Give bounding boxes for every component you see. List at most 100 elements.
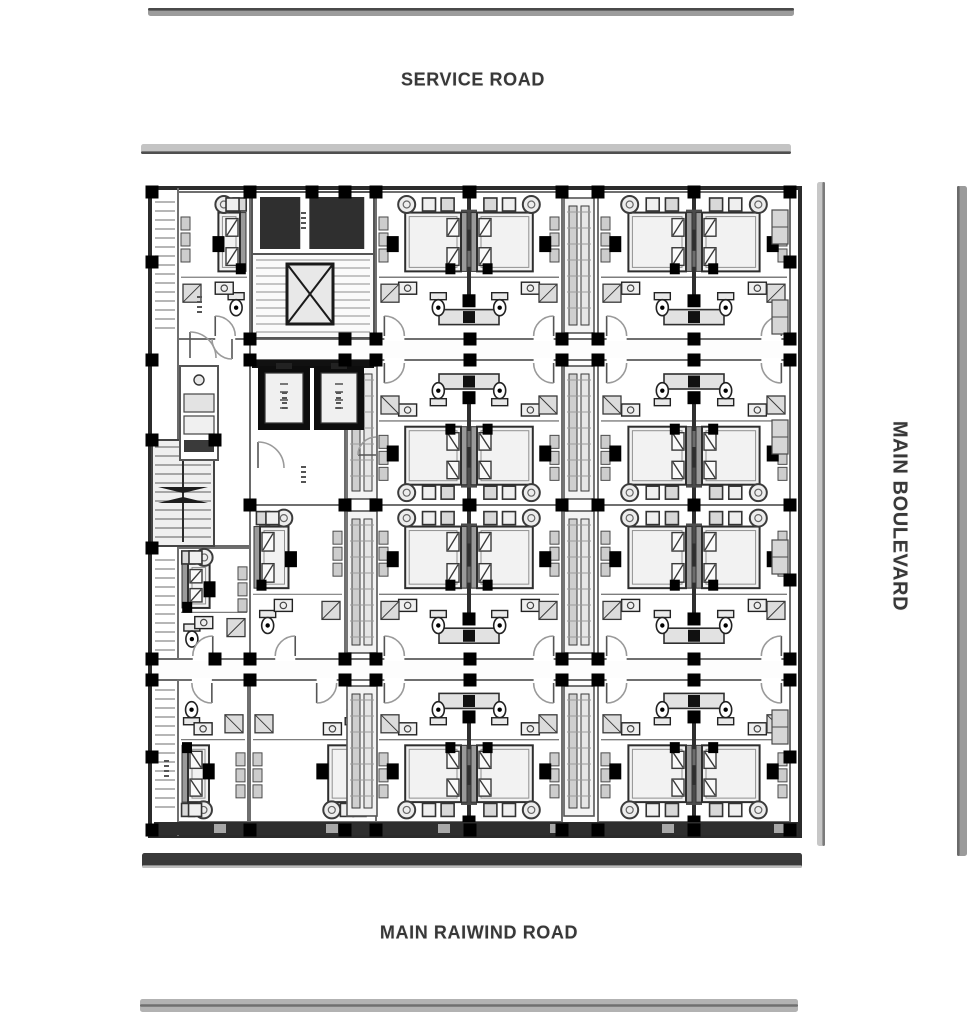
wall-closet [771,209,789,245]
service-shaft [346,510,378,654]
door-swing [211,338,233,360]
structural-column [463,185,477,199]
room-pair [375,678,563,829]
room-pair [375,358,563,512]
structural-column [555,652,569,666]
structural-column [463,823,477,837]
structural-column [687,498,701,512]
tiny-room-label [197,296,202,313]
structural-column [555,185,569,199]
structural-column [338,652,352,666]
raiwind-road-outer-edge [140,999,798,1012]
wall-closet [771,419,789,455]
structural-column [463,673,477,687]
lift [314,363,364,430]
structural-column [783,750,797,764]
door-swing [257,441,285,469]
service-shaft [563,510,595,654]
structural-column [243,353,257,367]
structural-column [687,353,701,367]
room-pair [597,678,791,829]
room-pair [597,185,791,341]
structural-column [369,823,383,837]
door-swing [357,436,377,456]
structural-column [338,353,352,367]
structural-column [145,652,159,666]
structural-column [243,332,257,346]
structural-column [243,185,257,199]
structural-column [369,673,383,687]
structural-column [145,750,159,764]
room [177,678,249,823]
structural-column [591,353,605,367]
room [177,191,251,341]
structural-column [145,433,159,447]
structural-column [783,185,797,199]
service-shaft [346,685,378,817]
service-shaft [563,197,595,334]
service-road-inner-edge [141,144,791,154]
structural-column [463,652,477,666]
structural-column [783,353,797,367]
structural-column [783,255,797,269]
structural-column [783,652,797,666]
structural-column [687,823,701,837]
door-swing [189,331,217,359]
structural-column [783,573,797,587]
tiny-room-label [301,466,306,483]
duct-room [251,191,375,255]
room-pair [597,358,791,512]
tiny-room-label [336,392,341,409]
room [177,547,251,661]
structural-column [687,332,701,346]
structural-column [591,332,605,346]
boulevard-inner-edge [817,182,825,846]
structural-column [687,185,701,199]
structural-column [369,498,383,512]
structural-column [463,353,477,367]
structural-column [145,541,159,555]
structural-column [783,498,797,512]
structural-column [369,332,383,346]
structural-column [591,652,605,666]
structural-column [243,673,257,687]
structural-column [145,255,159,269]
structural-column [243,652,257,666]
structural-column [783,823,797,837]
structural-column [687,673,701,687]
service-shaft [563,685,595,817]
room-pair [375,498,563,661]
structural-column [555,673,569,687]
structural-column [591,673,605,687]
structural-column [555,823,569,837]
lift-bank-wall [252,360,374,368]
structural-column [145,673,159,687]
raiwind-road-inner-edge [142,853,802,868]
structural-column [555,353,569,367]
structural-column [145,353,159,367]
structural-column [369,353,383,367]
tiny-room-label [164,760,169,777]
structural-column [591,185,605,199]
pantry-room [179,365,219,461]
structural-column [463,332,477,346]
boulevard-outer-edge [957,186,967,856]
room [249,504,346,661]
structural-column [338,673,352,687]
structural-column [208,433,222,447]
structural-column [145,823,159,837]
structural-column [591,498,605,512]
service-road-label: SERVICE ROAD [401,69,545,90]
structural-column [338,498,352,512]
room-pair [375,185,563,341]
room-pair [597,498,791,661]
structural-column [369,185,383,199]
main-raiwind-road-label: MAIN RAIWIND ROAD [379,922,579,943]
structural-column [369,652,383,666]
building-plan [145,185,802,838]
structural-column [243,823,257,837]
stair-core [251,253,375,339]
service-shaft [563,365,595,500]
structural-column [783,673,797,687]
